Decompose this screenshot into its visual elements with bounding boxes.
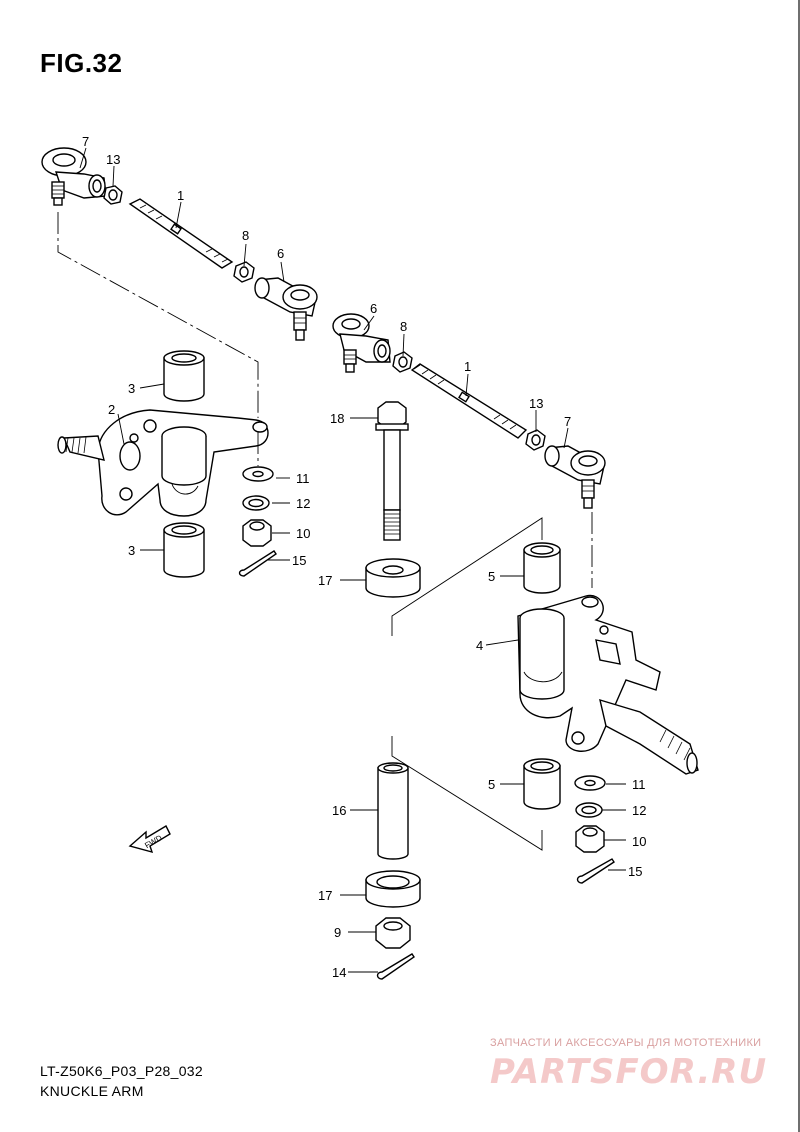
watermark-caption: ЗАПЧАСТИ И АКСЕССУАРЫ ДЛЯ МОТОТЕХНИКИ	[490, 1037, 762, 1049]
callout-5-lower: 5	[488, 777, 495, 792]
callout-6-right: 6	[370, 301, 377, 316]
callout-1-left: 1	[177, 188, 184, 203]
callout-1-right: 1	[464, 359, 471, 374]
callout-3-lower: 3	[128, 543, 135, 558]
callout-2: 2	[108, 402, 115, 417]
collar-16	[377, 762, 409, 860]
model-code: LT-Z50K6_P03_P28_032	[40, 1063, 203, 1079]
callout-13-left: 13	[106, 152, 120, 167]
spacer-lower-17	[365, 870, 421, 908]
right-washer-11	[574, 775, 606, 791]
left-bushing-upper-3	[163, 350, 205, 402]
callout-12-right: 12	[632, 803, 646, 818]
callout-15-left: 15	[292, 553, 306, 568]
callout-10-right: 10	[632, 834, 646, 849]
left-nut-8	[233, 261, 255, 283]
left-nut-10	[242, 519, 272, 547]
callout-15-right: 15	[628, 864, 642, 879]
callout-17-lower: 17	[318, 888, 332, 903]
callout-8-left: 8	[242, 228, 249, 243]
right-tie-rod-end-7	[544, 445, 606, 509]
watermark-logo: PARTSFOR.RU	[490, 1052, 768, 1092]
left-tie-rod-end-7	[41, 147, 107, 206]
right-nut-13	[525, 429, 546, 451]
left-bushing-lower-3	[163, 522, 205, 578]
left-cotter-pin-15	[238, 550, 277, 577]
left-tie-rod-end-6	[254, 277, 318, 341]
callout-3-upper: 3	[128, 381, 135, 396]
right-cotter-pin-15	[576, 858, 615, 884]
right-nut-8	[392, 351, 413, 373]
callout-10-left: 10	[296, 526, 310, 541]
callout-12-left: 12	[296, 496, 310, 511]
left-knuckle-2	[57, 409, 269, 517]
bolt-18	[375, 401, 409, 541]
callout-4: 4	[476, 638, 483, 653]
callout-numbers: 7 13 1 8 6 6 8 1 13 7 3 2 11 12 10 3 15 …	[82, 134, 646, 980]
callout-14: 14	[332, 965, 346, 980]
right-lock-washer-12	[575, 802, 603, 818]
right-knuckle-4	[517, 594, 699, 775]
right-tie-rod-1	[410, 363, 528, 439]
leader-lines	[79, 147, 626, 973]
callout-13-right: 13	[529, 396, 543, 411]
callout-9: 9	[334, 925, 341, 940]
callout-18: 18	[330, 411, 344, 426]
center-cotter-pin-14	[376, 953, 415, 980]
forward-direction-arrow: FWD	[128, 825, 171, 854]
callout-17-upper: 17	[318, 573, 332, 588]
right-tie-rod-end-6	[332, 313, 391, 373]
callout-16: 16	[332, 803, 346, 818]
left-lock-washer-12	[242, 495, 270, 511]
callout-7-right: 7	[564, 414, 571, 429]
callout-5-upper: 5	[488, 569, 495, 584]
right-bushing-lower-5	[523, 758, 561, 810]
callout-11-left: 11	[296, 471, 310, 486]
center-nut-9	[375, 917, 411, 949]
callout-11-right: 11	[632, 777, 646, 792]
right-nut-10	[575, 825, 605, 853]
diagram-name: KNUCKLE ARM	[40, 1083, 144, 1099]
left-tie-rod-1	[128, 198, 234, 269]
left-nut-13	[103, 185, 123, 205]
figure-label: FIG.32	[40, 48, 123, 78]
callout-6-left: 6	[277, 246, 284, 261]
spacer-upper-17	[365, 558, 421, 598]
callout-7-left: 7	[82, 134, 89, 149]
right-bushing-upper-5	[523, 542, 561, 594]
left-washer-11	[242, 466, 274, 482]
callout-8-right: 8	[400, 319, 407, 334]
